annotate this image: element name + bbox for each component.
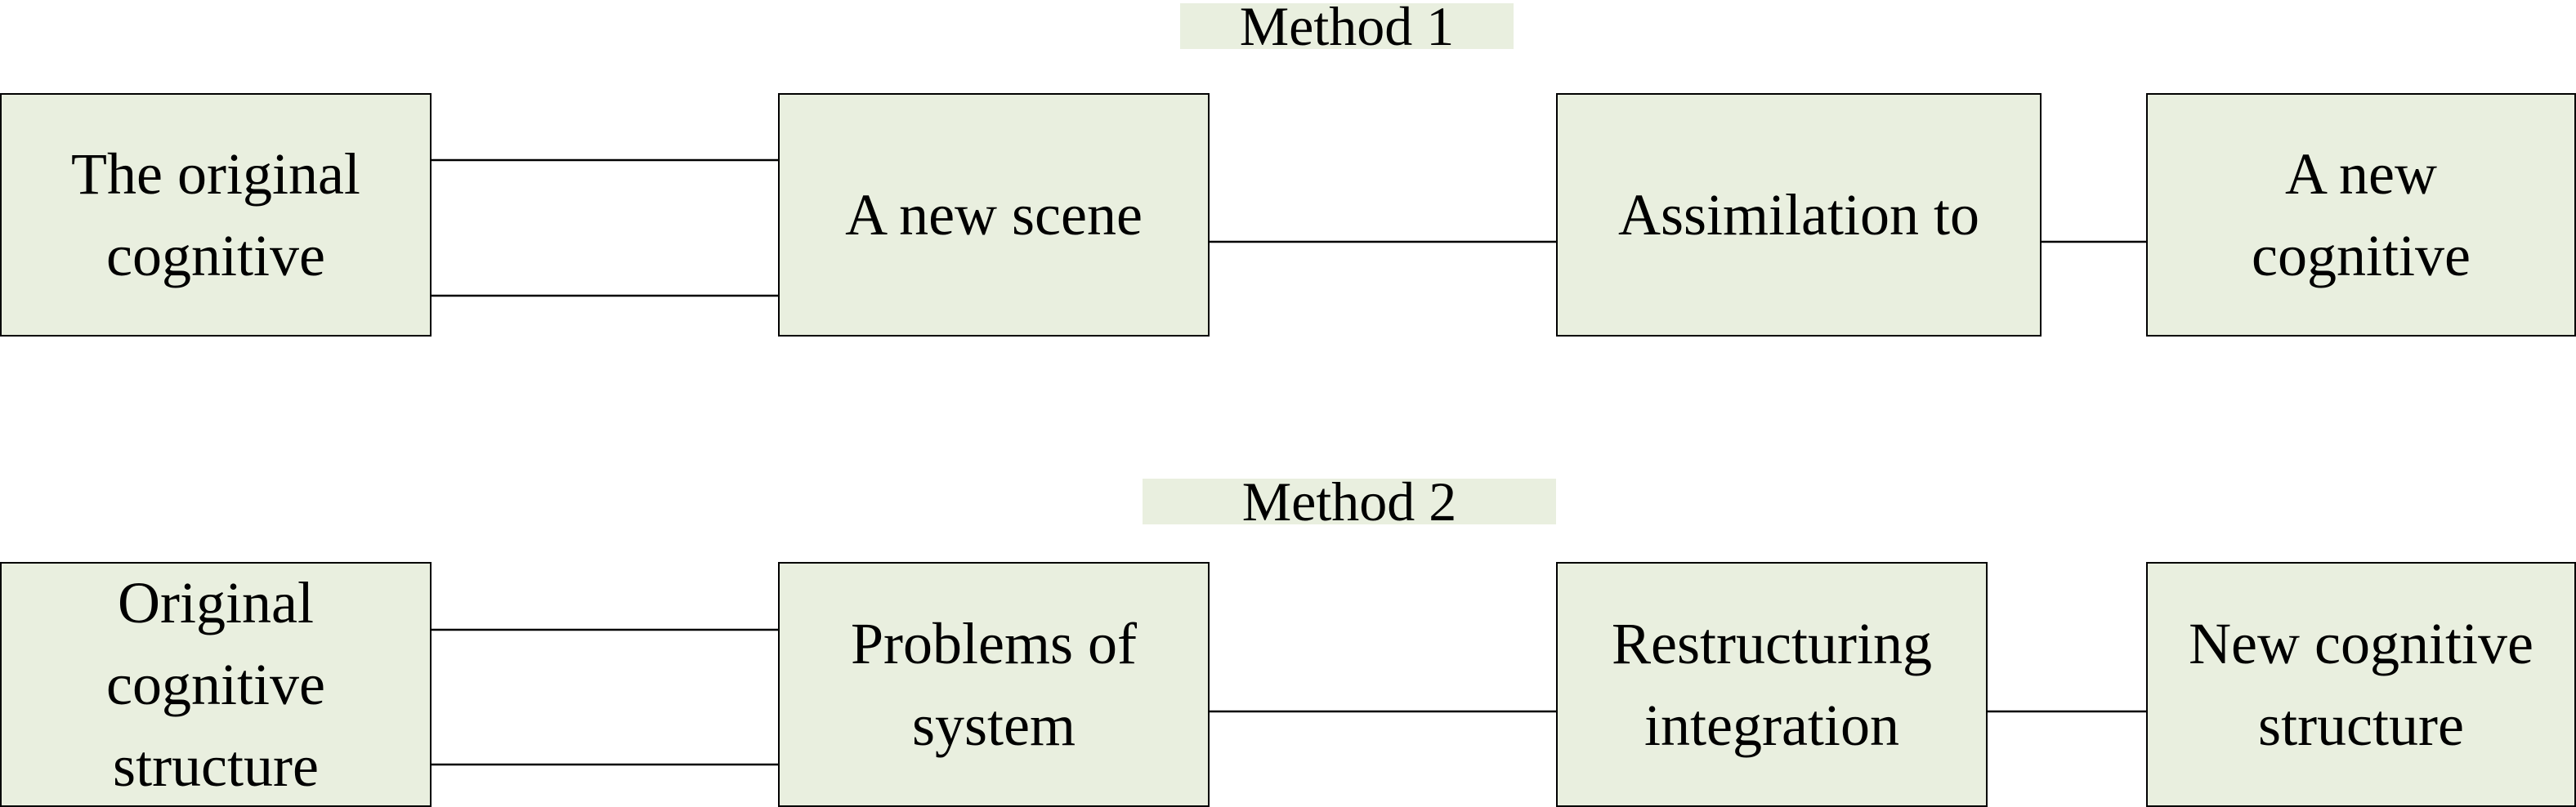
m1-assimilation-label: Assimilation to: [1617, 182, 1980, 247]
m2-problems-of-system-label: Problems of system: [851, 611, 1137, 758]
m1-new-cognitive-label: A new cognitive: [2252, 141, 2471, 288]
method-1-title: Method 1: [1180, 0, 1514, 54]
m2-problems-of-system-box: Problems of system: [778, 562, 1210, 807]
m1-original-cognitive-box: The original cognitive: [0, 93, 432, 337]
m1-new-scene-box: A new scene: [778, 93, 1210, 337]
method-2-title: Method 2: [1143, 474, 1556, 529]
m1-original-cognitive-label: The original cognitive: [71, 141, 360, 288]
m2-original-cognitive-structure-box: Original cognitive structure: [0, 562, 432, 807]
m1-new-cognitive-box: A new cognitive: [2146, 93, 2576, 337]
m2-original-cognitive-structure-label: Original cognitive structure: [106, 570, 325, 799]
m1-new-scene-label: A new scene: [845, 182, 1143, 247]
m2-new-cognitive-structure-box: New cognitive structure: [2146, 562, 2576, 807]
m2-new-cognitive-structure-label: New cognitive structure: [2189, 611, 2534, 758]
m2-restructuring-integration-label: Restructuring integration: [1612, 611, 1932, 758]
m1-assimilation-box: Assimilation to: [1556, 93, 2042, 337]
m2-restructuring-integration-box: Restructuring integration: [1556, 562, 1988, 807]
